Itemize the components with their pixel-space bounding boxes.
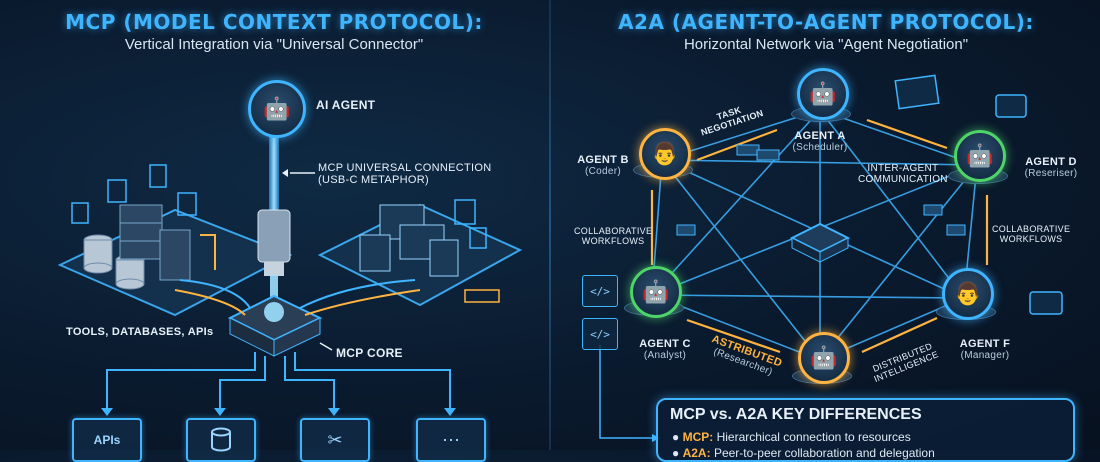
bullet-icon: ● xyxy=(672,446,683,460)
robot-icon: 🤖 xyxy=(810,345,838,370)
connection-label-line1: MCP UNIVERSAL CONNECTION xyxy=(318,162,492,174)
agent-d-label: AGENT D (Reseriser) xyxy=(1012,156,1090,179)
agent-f-name: AGENT F xyxy=(959,338,1011,350)
agent-c-role: (Analyst) xyxy=(643,350,687,361)
collab-right-label: COLLABORATIVE WORKFLOWS xyxy=(992,224,1070,244)
agent-d-node: 🤖 xyxy=(954,130,1006,182)
a2a-network-graphics xyxy=(599,74,1063,442)
key-differences-title: MCP vs. A2A KEY DIFFERENCES xyxy=(670,406,922,423)
key-difference-mcp-key: MCP: xyxy=(682,430,714,444)
robot-icon: 🤖 xyxy=(966,143,994,168)
code-icon-2: </> xyxy=(582,318,618,350)
apis-icon-label: APIs xyxy=(93,433,121,447)
key-difference-a2a-key: A2A: xyxy=(682,446,711,460)
agent-f-role: (Manager) xyxy=(960,350,1010,361)
agent-e-node: 🤖 xyxy=(798,332,850,384)
robot-icon: 🤖 xyxy=(642,279,670,304)
a2a-subtitle: Horizontal Network via "Agent Negotiatio… xyxy=(683,36,969,53)
agent-b-label: AGENT B (Coder) xyxy=(568,154,638,177)
collab-right-line2: WORKFLOWS xyxy=(999,234,1063,244)
a2a-title: A2A (AGENT-TO-AGENT PROTOCOL): xyxy=(618,10,1034,34)
connection-label-line2: (USB-C METAPHOR) xyxy=(318,174,429,186)
tools-icon: ✂ xyxy=(300,418,370,462)
core-label: MCP CORE xyxy=(336,346,403,360)
speech-bubble-icon: ⋯ xyxy=(442,429,460,450)
ai-agent-node: 🤖 xyxy=(248,80,306,138)
collab-left-line1: COLLABORATIVE xyxy=(574,226,653,236)
agent-a-label: AGENT A (Scheduler) xyxy=(782,130,858,153)
tools-label: TOOLS, DATABASES, APIs xyxy=(66,326,214,338)
wrench-icon: ✂ xyxy=(327,429,343,450)
connection-label: MCP UNIVERSAL CONNECTION (USB-C METAPHOR… xyxy=(318,162,491,186)
inter-agent-label: INTER-AGENT COMMUNICATION xyxy=(858,163,948,185)
mcp-panel: MCP (MODEL CONTEXT PROTOCOL): Vertical I… xyxy=(0,0,548,462)
ai-agent-label: AI AGENT xyxy=(316,98,376,112)
mcp-diagram-graphics xyxy=(57,128,523,416)
a2a-panel: A2A (AGENT-TO-AGENT PROTOCOL): Horizonta… xyxy=(552,0,1100,462)
agent-c-name: AGENT C xyxy=(639,338,691,350)
agent-c-node: 🤖 xyxy=(630,266,682,318)
code-icon-1: </> xyxy=(582,275,618,307)
key-differences-box: MCP vs. A2A KEY DIFFERENCES ● MCP: Hiera… xyxy=(656,398,1075,462)
agent-d-role: (Reseriser) xyxy=(1024,168,1078,179)
database-glyph xyxy=(211,427,231,452)
bullet-icon: ● xyxy=(672,430,683,444)
agent-b-role: (Coder) xyxy=(585,166,621,177)
agent-c-label: AGENT C (Analyst) xyxy=(630,338,700,361)
mcp-title: MCP (MODEL CONTEXT PROTOCOL): xyxy=(65,10,483,34)
chat-icon: ⋯ xyxy=(416,418,486,462)
agent-f-label: AGENT F (Manager) xyxy=(950,338,1020,361)
key-difference-mcp-text: Hierarchical connection to resources xyxy=(713,430,911,444)
mcp-subtitle: Vertical Integration via "Universal Conn… xyxy=(124,36,424,53)
collab-left-label: COLLABORATIVE WORKFLOWS xyxy=(574,226,652,246)
panel-divider xyxy=(549,0,551,450)
robot-icon: 🤖 xyxy=(809,81,837,106)
key-difference-a2a-text: Peer-to-peer collaboration and delegatio… xyxy=(710,446,935,460)
inter-agent-line1: INTER-AGENT xyxy=(867,163,939,174)
person-icon: 👨 xyxy=(954,281,982,306)
code-glyph-2: </> xyxy=(590,327,610,341)
agent-a-role: (Scheduler) xyxy=(792,142,848,153)
database-icon xyxy=(186,418,256,462)
person-icon: 👨 xyxy=(651,141,679,166)
collab-left-line2: WORKFLOWS xyxy=(581,236,645,246)
agent-f-node: 👨 xyxy=(942,268,994,320)
agent-d-name: AGENT D xyxy=(1025,156,1077,168)
code-glyph-1: </> xyxy=(590,284,610,298)
agent-b-name: AGENT B xyxy=(577,154,629,166)
key-difference-a2a: ● A2A: Peer-to-peer collaboration and de… xyxy=(672,446,935,460)
apis-icon: APIs xyxy=(72,418,142,462)
agent-a-name: AGENT A xyxy=(794,130,846,142)
agent-b-node: 👨 xyxy=(639,128,691,180)
key-difference-mcp: ● MCP: Hierarchical connection to resour… xyxy=(672,430,911,444)
inter-agent-line2: COMMUNICATION xyxy=(858,174,948,185)
robot-icon: 🤖 xyxy=(263,96,291,121)
agent-a-node: 🤖 xyxy=(797,68,849,120)
collab-right-line1: COLLABORATIVE xyxy=(992,224,1071,234)
